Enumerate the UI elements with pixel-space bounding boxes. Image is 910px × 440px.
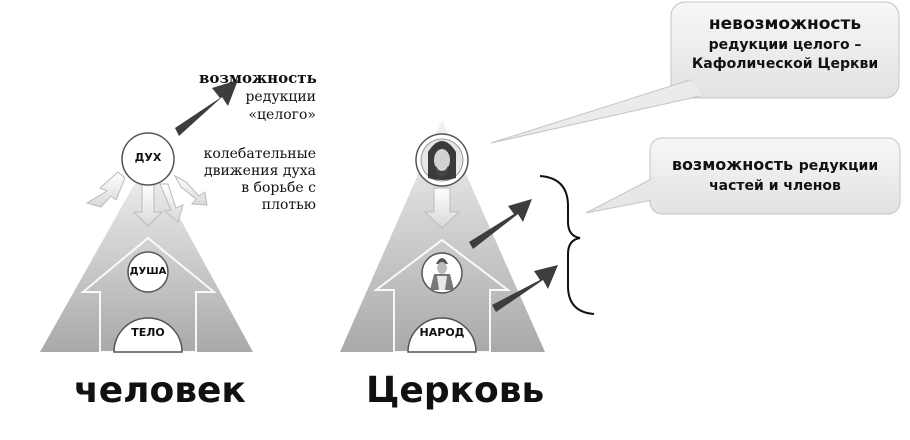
oscillation-line3: в борьбе с (241, 180, 316, 196)
spirit-label: ДУХ (134, 151, 162, 164)
people-label: НАРОД (419, 326, 465, 339)
reduction-line2: «целого» (248, 107, 316, 123)
possibility-label: возможность (199, 69, 317, 87)
callout-bottom-text: возможность редукции частей и членов (650, 155, 900, 194)
callout-top-line2: Кафолической Церкви (691, 56, 879, 72)
people-node (407, 317, 477, 353)
down-arrow-right (423, 187, 461, 229)
brace (539, 175, 595, 315)
oscillation-line1: колебательные (203, 146, 316, 162)
church-title: Церковь (366, 370, 545, 411)
oscillation-line2: движения духа (203, 163, 316, 179)
reduction-arrow-lower (492, 265, 558, 312)
spirit-oscillation-arrows (85, 171, 208, 227)
callout-bottom-bubble (585, 137, 901, 215)
callout-top-bubble (490, 1, 900, 144)
human-title: человек (74, 370, 246, 411)
reduction-arrow-upper (469, 199, 532, 249)
reduction-line1: редукции (245, 89, 316, 105)
body-node (113, 317, 183, 353)
bishop-icon (421, 252, 463, 294)
soul-node (127, 251, 169, 293)
christ-icon (415, 133, 469, 187)
soul-label: ДУША (129, 266, 167, 277)
oscillation-line4: плотью (261, 197, 316, 213)
callout-top-line1: редукции целого – (708, 37, 862, 53)
reduction-arrow-left (175, 80, 238, 136)
callout-top-text: невозможность редукции целого – Кафоличе… (671, 14, 899, 72)
spirit-node (121, 132, 175, 186)
callout-bottom-bold: возможность (671, 155, 794, 174)
callout-bottom-line2: частей и членов (709, 178, 841, 194)
callout-bottom-rest: редукции (798, 158, 879, 174)
callout-top-bold: невозможность (708, 14, 862, 34)
body-label: ТЕЛО (131, 326, 165, 339)
